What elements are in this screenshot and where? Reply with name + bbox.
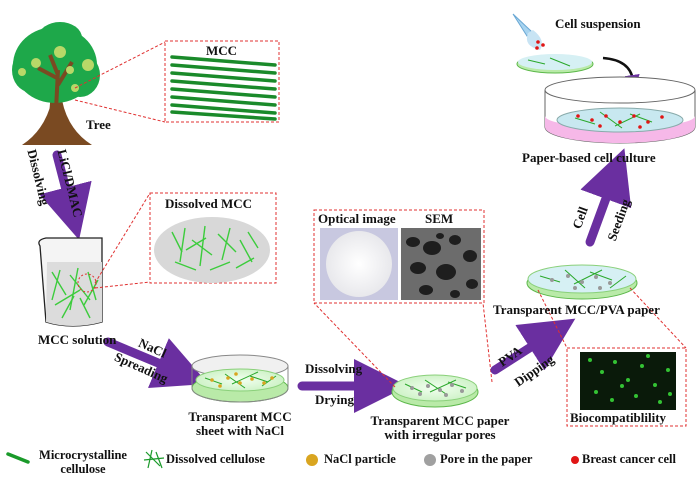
seeding-arrow bbox=[580, 148, 632, 247]
paper-label: Transparent MCC paper with irregular por… bbox=[360, 413, 520, 443]
sem-label: SEM bbox=[425, 211, 454, 226]
pva-paper-label: Transparent MCC/PVA paper bbox=[493, 302, 660, 317]
dissolved-cellulose-icon bbox=[143, 449, 165, 469]
sheet-label-line2: sheet with NaCl bbox=[195, 423, 285, 439]
microscopy-inset bbox=[313, 209, 493, 388]
mcc-inset-label: MCC bbox=[206, 43, 238, 58]
legend-item-nacl: NaCl particle bbox=[324, 452, 396, 466]
porous-paper-dish bbox=[391, 374, 479, 408]
sheet-label: Transparent MCC sheet with NaCl bbox=[170, 409, 310, 439]
biocompatibility-inset bbox=[537, 287, 687, 427]
legend-item-microcrystalline: Microcrystalline cellulose bbox=[30, 448, 136, 477]
legend-item-pore: Pore in the paper bbox=[440, 452, 533, 466]
legend-label: Microcrystalline bbox=[39, 448, 127, 462]
culture-dish bbox=[544, 76, 696, 144]
microcrystalline-cellulose-icon bbox=[6, 452, 30, 464]
sheet-label-line1: Transparent MCC bbox=[188, 409, 292, 424]
small-paper-disc bbox=[516, 54, 594, 74]
dissolving-step-label: Dissolving bbox=[305, 361, 363, 376]
mcc-solution-label: MCC solution bbox=[38, 332, 117, 347]
paper-label-line1: Transparent MCC paper bbox=[370, 413, 510, 428]
spreading-arrow bbox=[103, 337, 209, 388]
paper-label-line2: with irregular pores bbox=[384, 427, 496, 443]
biocompatibility-label: Biocompatiblility bbox=[570, 410, 667, 425]
dissolved-mcc-label: Dissolved MCC bbox=[165, 196, 253, 211]
pore-icon bbox=[424, 454, 436, 466]
nacl-particle-icon bbox=[306, 454, 318, 466]
optical-image-label: Optical image bbox=[318, 211, 396, 226]
legend-label: cellulose bbox=[60, 462, 106, 477]
mcc-inset bbox=[74, 40, 280, 123]
pipette bbox=[512, 13, 545, 50]
legend-item-dissolved: Dissolved cellulose bbox=[166, 452, 265, 466]
beaker bbox=[38, 237, 103, 327]
dissolving-arrow bbox=[39, 150, 92, 240]
tree-label: Tree bbox=[86, 117, 111, 132]
dipping-arrow bbox=[490, 318, 576, 375]
nacl-sheet-dish bbox=[191, 354, 289, 403]
tree-illustration bbox=[12, 22, 100, 145]
pva-paper-dish bbox=[526, 264, 638, 300]
legend-item-cancer-cell: Breast cancer cell bbox=[582, 452, 676, 466]
dissolved-mcc-inset bbox=[94, 192, 277, 289]
cell-suspension-label: Cell suspension bbox=[555, 16, 641, 31]
paper-culture-label: Paper-based cell culture bbox=[522, 150, 656, 165]
drying-label: Drying bbox=[315, 392, 354, 407]
breast-cancer-cell-icon bbox=[571, 456, 579, 464]
